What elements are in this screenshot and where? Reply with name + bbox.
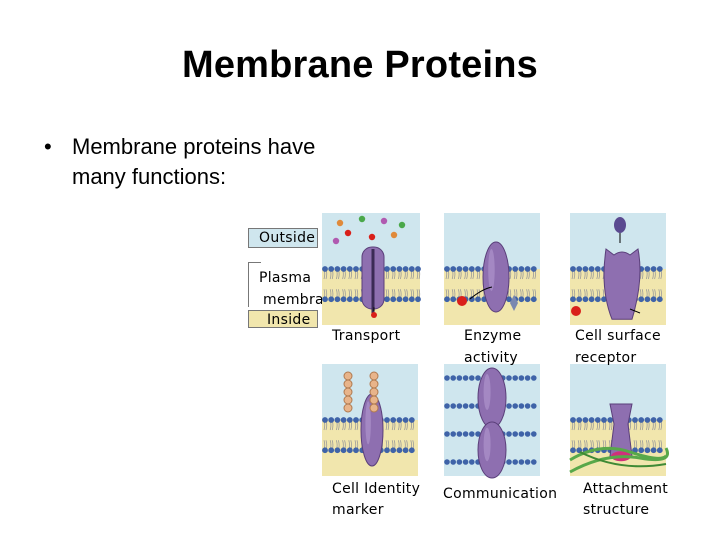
membrane-bracket — [248, 262, 261, 307]
molecule — [332, 237, 340, 245]
bullet-text: Membrane proteins have many functions: — [72, 134, 316, 189]
molecule — [344, 229, 352, 237]
enzyme-label-1: Enzyme — [464, 328, 522, 344]
identity-label-2: marker — [332, 502, 384, 518]
sugar-unit — [343, 387, 353, 397]
inside-label: Inside — [267, 312, 311, 328]
junction-protein-bottom — [477, 421, 507, 479]
attachment-diagram — [569, 364, 669, 476]
enzyme-label-2: activity — [464, 350, 519, 366]
molecule — [390, 231, 398, 239]
sugar-unit — [369, 403, 379, 413]
junction-protein-top-shine — [483, 374, 491, 410]
molecule — [371, 312, 377, 318]
molecule — [336, 219, 344, 227]
cytoskeleton-fibers — [569, 446, 669, 474]
molecule — [380, 217, 388, 225]
lipid-heads — [322, 266, 421, 303]
identity-label-1: Cell Identity — [332, 481, 421, 497]
response-arrow — [629, 308, 641, 314]
response-molecule — [571, 306, 581, 316]
bullet-dot: • — [44, 134, 52, 159]
molecule — [368, 233, 376, 241]
signal-molecule — [614, 217, 626, 233]
sugar-unit — [369, 387, 379, 397]
slide-title: Membrane Proteins — [181, 44, 539, 86]
transport-label: Transport — [332, 328, 401, 344]
attachment-label-2: structure — [583, 502, 650, 518]
glycoprotein-shine — [365, 401, 371, 445]
attachment-label-1: Attachment — [583, 481, 669, 497]
sugar-unit — [343, 403, 353, 413]
sugar-unit — [343, 395, 353, 405]
product — [510, 295, 518, 311]
inside-swatch — [248, 310, 318, 328]
outside-swatch — [248, 228, 318, 248]
enzyme-diagram — [444, 213, 540, 325]
communication-label: Communication — [443, 486, 558, 502]
sugar-unit — [343, 371, 353, 381]
reaction-arrow — [469, 286, 493, 300]
transport-diagram — [322, 213, 421, 325]
junction-protein-bottom-shine — [483, 427, 491, 462]
receptor-protein — [603, 248, 641, 320]
sugar-unit — [369, 379, 379, 389]
outside-label: Outside — [259, 230, 316, 246]
receptor-label-2: receptor — [575, 350, 637, 366]
communication-diagram — [444, 364, 540, 479]
plasma-label: Plasma — [259, 270, 312, 286]
enzyme-protein-shine — [488, 249, 495, 291]
sugar-unit — [343, 379, 353, 389]
sugar-unit — [369, 395, 379, 405]
junction-protein-top — [477, 367, 507, 429]
molecule — [398, 221, 406, 229]
receptor-label-1: Cell surface — [575, 328, 661, 344]
enzyme-protein — [482, 241, 510, 313]
identity-marker-diagram — [322, 364, 418, 476]
receptor-diagram — [570, 213, 666, 325]
sugar-unit — [369, 371, 379, 381]
molecule — [358, 215, 366, 223]
substrate — [457, 296, 467, 306]
